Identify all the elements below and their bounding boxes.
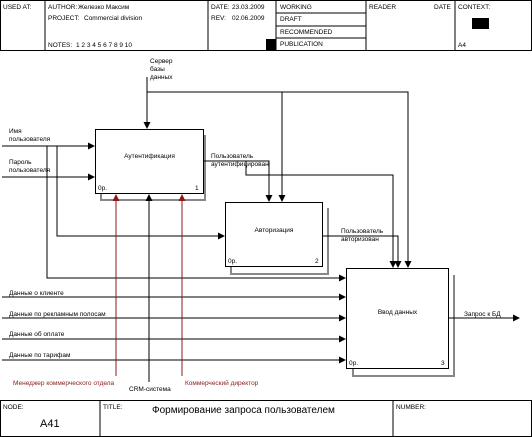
label-client-data: Данные о клиенте [9,290,64,297]
label-password-2: пользователя [9,167,51,174]
notes-label: NOTES: [48,42,73,49]
node-value: A41 [40,418,60,430]
arrow-authenticated-user [204,160,273,202]
activity-box-3[interactable] [346,268,455,377]
reader-label: READER [369,4,397,11]
label-db-request: Запрос к БД [464,311,501,318]
box1-number: 1 [195,185,199,192]
box2-cost: 0р. [228,258,238,265]
used-at-label: USED AT: [3,4,32,11]
context-marker [472,18,489,29]
diagram-title: Формирование запроса пользователем [152,405,335,416]
node-label: NODE: [3,404,24,411]
label-payment-data: Данные об оплате [9,331,65,338]
context-label: CONTEXT: [458,4,491,11]
author-label: AUTHOR: [48,4,78,11]
status-recommended: RECOMMENDED [280,29,333,36]
label-authenticated-1: Пользователь [211,153,254,160]
title-label: TITLE: [103,404,123,411]
status-working: WORKING [280,4,312,11]
label-username-1: Имя [9,128,22,135]
label-authenticated-2: аутентифицирован [211,161,269,168]
project-value: Commercial division [84,15,143,22]
notes-value[interactable]: 1 2 3 4 5 6 7 8 9 10 [76,42,133,49]
arrow-username-to-box2 [56,146,225,240]
arrow-password-to-box3 [46,146,346,282]
box1-cost: 0р. [98,185,108,192]
box3-number: 3 [441,360,445,367]
label-ad-strip-data: Данные по рекламным полосам [9,311,106,318]
date-value: 23.03.2009 [232,4,265,11]
arrow-authenticated-to-box3 [245,161,397,268]
box3-label[interactable]: Ввод данных [377,309,418,316]
label-commercial-manager: Менеджер коммерческого отдела [13,380,115,387]
author-value: Железко Максим [78,4,130,11]
context-node: A4 [458,42,466,49]
arrow-db-server-to-box3 [147,91,412,268]
label-authorized-1: Пользователь [341,228,384,235]
label-password-1: Пароль [9,159,32,166]
status-publication: PUBLICATION [280,41,323,48]
label-tariff-data: Данные по тарифам [9,352,71,359]
label-crm-system: CRM-система [129,386,171,393]
number-label: NUMBER: [396,404,426,411]
box3-cost: 0р. [349,360,359,367]
box2-number: 2 [315,258,319,265]
rev-label: REV: [211,15,226,22]
label-authorized-2: авторизован [341,236,379,243]
label-username-2: пользователя [9,136,51,143]
box2-label[interactable]: Авторизация [254,227,294,234]
activity-box-2[interactable] [225,202,329,275]
label-db-server-3: данных [150,74,173,81]
status-draft: DRAFT [280,16,302,23]
box1-label[interactable]: Аутентификация [124,153,175,160]
label-commercial-director: Коммерческий директор [185,380,259,387]
project-label: PROJECT: [48,15,80,22]
publication-marker [266,39,276,50]
date-label: DATE: [211,4,230,11]
label-db-server-2: базы [150,66,165,73]
activity-box-1[interactable] [95,129,206,201]
arrow-authorized-user [323,235,402,268]
reader-date-label: DATE [434,4,451,11]
rev-value: 02.06.2009 [232,15,265,22]
label-db-server-1: Сервер [150,58,173,65]
